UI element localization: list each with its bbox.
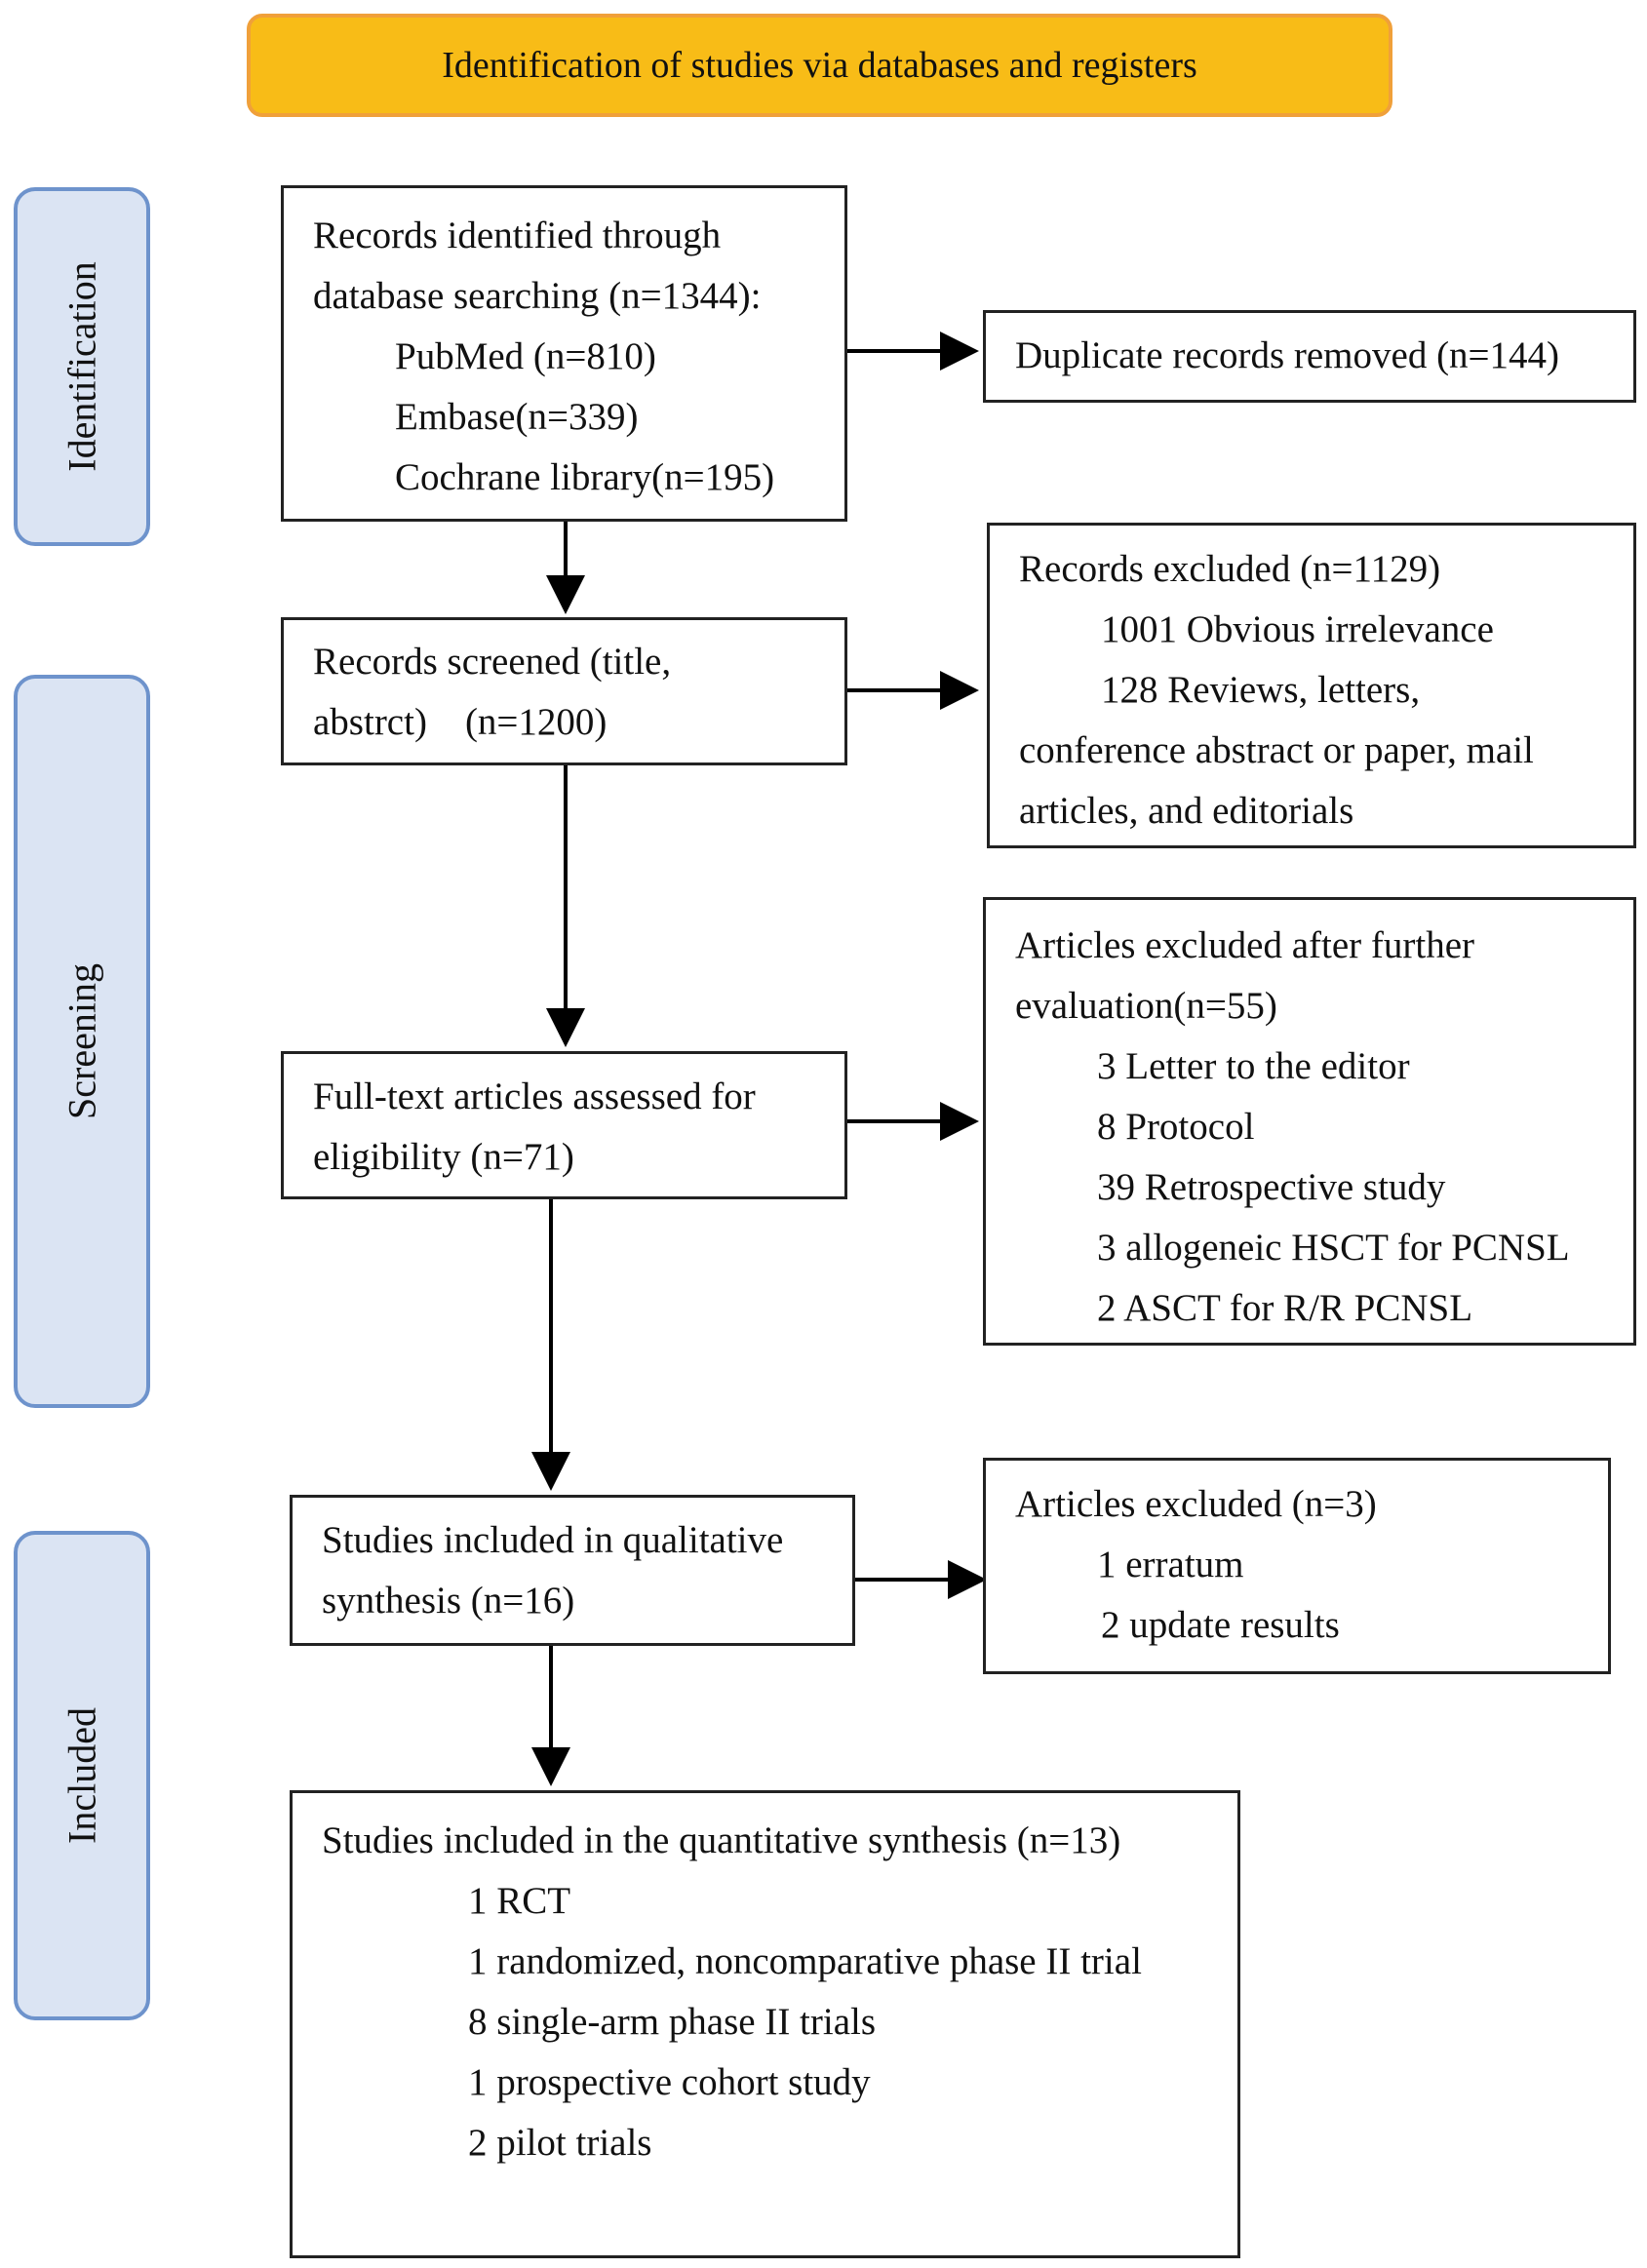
- quantitative-item-cohort: 1 prospective cohort study: [468, 2061, 871, 2103]
- records-screened-line-2: abstrct) (n=1200): [313, 701, 608, 743]
- qualitative-synthesis-box: Studies included in qualitative synthesi…: [290, 1495, 855, 1646]
- duplicates-removed-box: Duplicate records removed (n=144): [983, 310, 1636, 403]
- records-excluded-cont-1: conference abstract or paper, mail: [1019, 729, 1534, 771]
- records-identified-box: Records identified through database sear…: [281, 185, 847, 522]
- records-excluded-title: Records excluded (n=1129): [1019, 548, 1441, 590]
- articles-excluded-further-line-1: Articles excluded after further: [1015, 924, 1475, 966]
- excluded-item-asct: 2 ASCT for R/R PCNSL: [1097, 1287, 1473, 1329]
- source-pubmed: PubMed (n=810): [395, 335, 656, 377]
- phase-included: Included: [14, 1531, 150, 2020]
- records-screened-box: Records screened (title, abstrct) (n=120…: [281, 617, 847, 765]
- phase-identification: Identification: [14, 187, 150, 546]
- quantitative-item-randomized: 1 randomized, noncomparative phase II tr…: [468, 1940, 1142, 1982]
- articles-excluded-further-box: Articles excluded after further evaluati…: [983, 897, 1636, 1346]
- excluded-item-allogeneic: 3 allogeneic HSCT for PCNSL: [1097, 1227, 1570, 1269]
- fulltext-assessed-line-2: eligibility (n=71): [313, 1136, 574, 1178]
- excluded-item-protocol: 8 Protocol: [1097, 1106, 1255, 1148]
- quantitative-item-single-arm: 8 single-arm phase II trials: [468, 2001, 877, 2043]
- records-excluded-item-2: 128 Reviews, letters,: [1101, 669, 1421, 711]
- records-excluded-box: Records excluded (n=1129) 1001 Obvious i…: [987, 523, 1636, 848]
- excluded-item-letter: 3 Letter to the editor: [1097, 1045, 1410, 1087]
- articles-excluded-further-line-2: evaluation(n=55): [1015, 985, 1277, 1027]
- articles-excluded-3-item-1: 1 erratum: [1097, 1544, 1244, 1585]
- quantitative-title: Studies included in the quantitative syn…: [322, 1819, 1121, 1861]
- excluded-item-retrospective: 39 Retrospective study: [1097, 1166, 1446, 1208]
- records-screened-line-1: Records screened (title,: [313, 641, 672, 683]
- records-identified-line-1: Records identified through: [313, 215, 722, 256]
- articles-excluded-3-item-2: 2 update results: [1101, 1604, 1340, 1646]
- source-cochrane: Cochrane library(n=195): [395, 456, 775, 498]
- source-embase: Embase(n=339): [395, 396, 639, 438]
- header-banner: Identification of studies via databases …: [247, 14, 1392, 117]
- qualitative-line-2: synthesis (n=16): [322, 1580, 575, 1622]
- quantitative-item-rct: 1 RCT: [468, 1880, 571, 1922]
- phase-screening: Screening: [14, 675, 150, 1408]
- articles-excluded-3-box: Articles excluded (n=3) 1 erratum 2 upda…: [983, 1458, 1611, 1674]
- records-excluded-item-1: 1001 Obvious irrelevance: [1101, 608, 1494, 650]
- quantitative-item-pilot: 2 pilot trials: [468, 2122, 652, 2164]
- quantitative-synthesis-box: Studies included in the quantitative syn…: [290, 1790, 1240, 2258]
- fulltext-assessed-box: Full-text articles assessed for eligibil…: [281, 1051, 847, 1199]
- records-identified-line-2: database searching (n=1344):: [313, 275, 762, 317]
- qualitative-line-1: Studies included in qualitative: [322, 1519, 784, 1561]
- banner-title: Identification of studies via databases …: [442, 45, 1197, 86]
- duplicates-removed-text: Duplicate records removed (n=144): [1015, 334, 1560, 376]
- articles-excluded-3-title: Articles excluded (n=3): [1015, 1483, 1377, 1525]
- fulltext-assessed-line-1: Full-text articles assessed for: [313, 1075, 756, 1117]
- records-excluded-cont-2: articles, and editorials: [1019, 790, 1354, 832]
